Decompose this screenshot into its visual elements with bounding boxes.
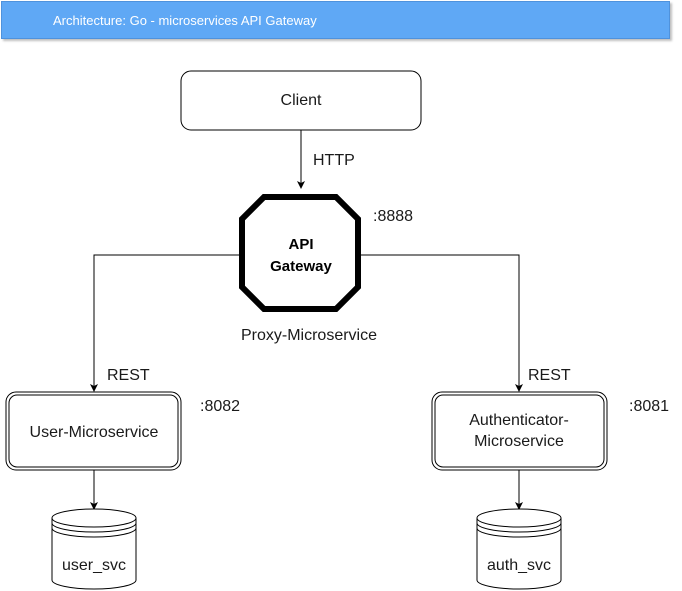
client-node[interactable]: Client [180,70,422,131]
http-edge-label: HTTP [313,152,355,169]
gateway-to-user-arrow [90,254,242,392]
api-gateway-node[interactable]: API Gateway [239,194,361,312]
user-microservice-node[interactable]: User-Microservice [5,391,182,471]
client-label: Client [281,92,322,109]
gateway-to-auth-arrow [358,254,523,392]
gateway-port: :8888 [373,208,413,225]
auth-microservice-label-line1: Authenticator- [469,412,569,429]
user-microservice-label: User-Microservice [30,424,159,441]
authenticator-microservice-node[interactable]: Authenticator- Microservice [431,391,608,471]
diagram-title: Architecture: Go - microservices API Gat… [53,13,317,28]
user-db-label: user_svc [62,557,126,574]
auth-microservice-label-line2: Microservice [474,433,564,450]
auth-db-node[interactable]: auth_svc [476,508,562,590]
auth-db-label: auth_svc [487,557,551,574]
user-db-node[interactable]: user_svc [51,508,137,590]
gateway-caption: Proxy-Microservice [241,327,377,344]
gateway-label-line2: Gateway [270,258,332,275]
diagram-title-bar: Architecture: Go - microservices API Gat… [1,1,670,39]
rest-edge-label-auth: REST [528,367,571,384]
rest-edge-label-user: REST [107,367,150,384]
auth-microservice-port: :8081 [629,398,669,415]
user-microservice-port: :8082 [200,398,240,415]
gateway-label-line1: API [288,236,313,253]
